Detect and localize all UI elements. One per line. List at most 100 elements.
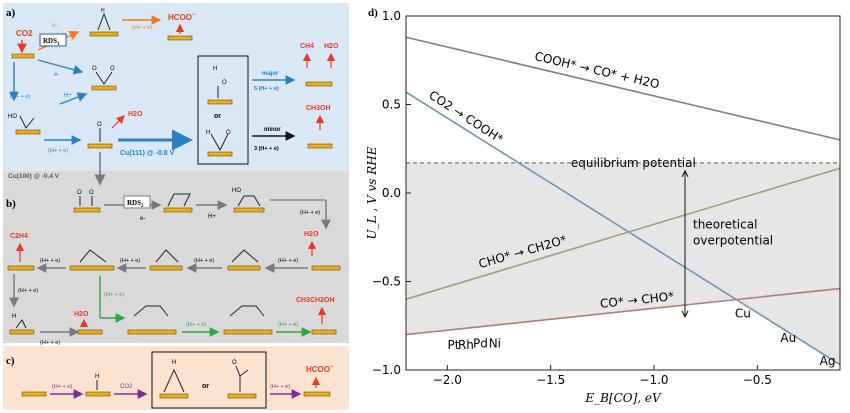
h-plus-label: H+: [64, 93, 72, 99]
equilibrium-label: equilibrium potential: [571, 156, 696, 170]
metal-label-pt: Pt: [448, 338, 460, 352]
h-plus-e-label: (H+ + e): [186, 322, 206, 328]
minor-steps-label: 3 (H+ + e): [254, 146, 279, 152]
surface-bar: [303, 391, 331, 397]
y-tick-label: 1.0: [382, 9, 401, 23]
y-tick-label: 0.5: [382, 98, 401, 112]
svg-text:O: O: [92, 66, 97, 72]
limiting-potential-plot: d) −2.0−1.5−1.0−0.51.00.50.0−0.5−1.0E_B[…: [365, 7, 841, 405]
surface-bar: [11, 53, 35, 59]
x-axis-label: E_B[CO], eV: [584, 391, 662, 405]
svg-text:HO: HO: [8, 114, 17, 120]
electron-label: e-: [52, 23, 57, 29]
arrow-head-up: [681, 169, 689, 178]
rds1-label: RDS1: [43, 37, 60, 47]
h-plus-e-label: (H+ + e): [18, 288, 38, 294]
h-plus-e-label: (H+ + e): [132, 25, 152, 31]
svg-text:O: O: [110, 66, 115, 72]
metal-label-ni: Ni: [489, 336, 501, 350]
surface-bar: [21, 391, 47, 397]
series-line-0: [405, 36, 841, 141]
h-plus-e-label: (H+ + e): [270, 384, 290, 390]
metal-label-ag: Ag: [820, 354, 836, 368]
series-line-3: [405, 287, 841, 336]
surface-bar: [207, 99, 233, 105]
panel-b-background: [3, 171, 349, 343]
h-plus-e-label: (H+ + e): [104, 292, 124, 298]
y-tick-label: 0.0: [382, 186, 401, 200]
surface-bar: [163, 207, 193, 213]
svg-text:O: O: [232, 360, 237, 366]
or-label: or: [214, 113, 221, 120]
svg-text:H: H: [206, 130, 210, 136]
h-plus-e-label: (H+ + e): [40, 258, 60, 264]
ch4-label: CH4: [300, 43, 314, 50]
ch3oh-label: CH3OH: [306, 105, 331, 112]
cu100-label: Cu(100) @ -0.4 V: [8, 173, 60, 180]
ch3ch2oh-label: CH3CH2OH: [296, 297, 335, 304]
h-plus-e-label: (H+ + e): [52, 384, 72, 390]
y-tick-label: −0.5: [372, 275, 401, 289]
rds1-box: [39, 33, 67, 47]
surface-bar: [311, 329, 337, 335]
electron-label: e-: [140, 216, 145, 222]
rds2-label: RDS2: [127, 199, 144, 209]
surface-bar: [89, 31, 119, 37]
svg-text:H: H: [95, 374, 99, 380]
h-plus-e-label: (H+ + e): [278, 322, 298, 328]
svg-text:O: O: [222, 80, 227, 86]
svg-text:H: H: [12, 314, 16, 320]
panel-b-label: b): [6, 198, 16, 210]
panel-c-label: c): [6, 355, 15, 367]
surface-bar: [167, 35, 193, 41]
major-label: major: [262, 71, 279, 77]
metal-label-pd: Pd: [473, 336, 488, 350]
x-tick-label: −2.0: [433, 373, 462, 387]
surface-bar: [227, 265, 261, 271]
h-plus-e-label: (H+ + e): [120, 258, 140, 264]
svg-text:O: O: [97, 122, 102, 128]
h-plus-e-label: (H+ + e): [10, 94, 30, 100]
electron-label: e-: [54, 72, 59, 78]
metal-label-cu: Cu: [735, 306, 751, 320]
surface-bar: [159, 393, 189, 399]
svg-text:O: O: [226, 130, 231, 136]
surface-bar: [85, 391, 111, 397]
c2h4-label: C2H4: [10, 233, 28, 240]
surface-bar: [127, 329, 177, 335]
overpotential-label: overpotential: [693, 233, 773, 247]
hcoo-label: HCOO−: [306, 364, 334, 374]
h2o-label: H2O: [304, 231, 319, 238]
series-line-1: [405, 91, 841, 366]
y-axis-label: U_L , V vs RHE: [365, 146, 379, 239]
surface-bar: [307, 143, 333, 149]
or-label: or: [202, 383, 209, 390]
x-tick-label: −1.5: [536, 373, 565, 387]
h-plus-e-label: (H+ + e): [300, 210, 320, 216]
x-tick-label: −0.5: [743, 373, 772, 387]
co2-label: CO2: [16, 29, 33, 38]
surface-bar: [73, 207, 101, 213]
surface-bar: [223, 329, 273, 335]
y-tick-label: −1.0: [372, 363, 401, 377]
svg-text:HO: HO: [232, 188, 241, 194]
rds2-box: [123, 195, 151, 209]
surface-bar: [149, 265, 183, 271]
intermediates-box: [197, 55, 249, 165]
svg-text:O: O: [89, 190, 94, 196]
surface-bar: [207, 151, 233, 157]
surface-bar: [9, 329, 35, 335]
h-plus-e-label: (H+ + e): [194, 258, 214, 264]
arrow-head-down: [681, 310, 689, 319]
h-plus-e-label: (H+ + e): [40, 340, 60, 346]
reaction-scheme: a) b) c) CO2 e- RDS1 H (H+ + e) HCOO− e-…: [3, 3, 349, 410]
panel-d-label: d): [368, 7, 378, 19]
svg-text:H: H: [172, 360, 176, 366]
surface-bar: [305, 81, 333, 87]
series-line-2: [405, 167, 841, 300]
surface-bar: [7, 265, 35, 271]
panel-c-background: [3, 346, 349, 410]
svg-text:O: O: [77, 190, 82, 196]
metal-label-rh: Rh: [458, 338, 474, 352]
h2o-label: H2O: [128, 111, 143, 118]
